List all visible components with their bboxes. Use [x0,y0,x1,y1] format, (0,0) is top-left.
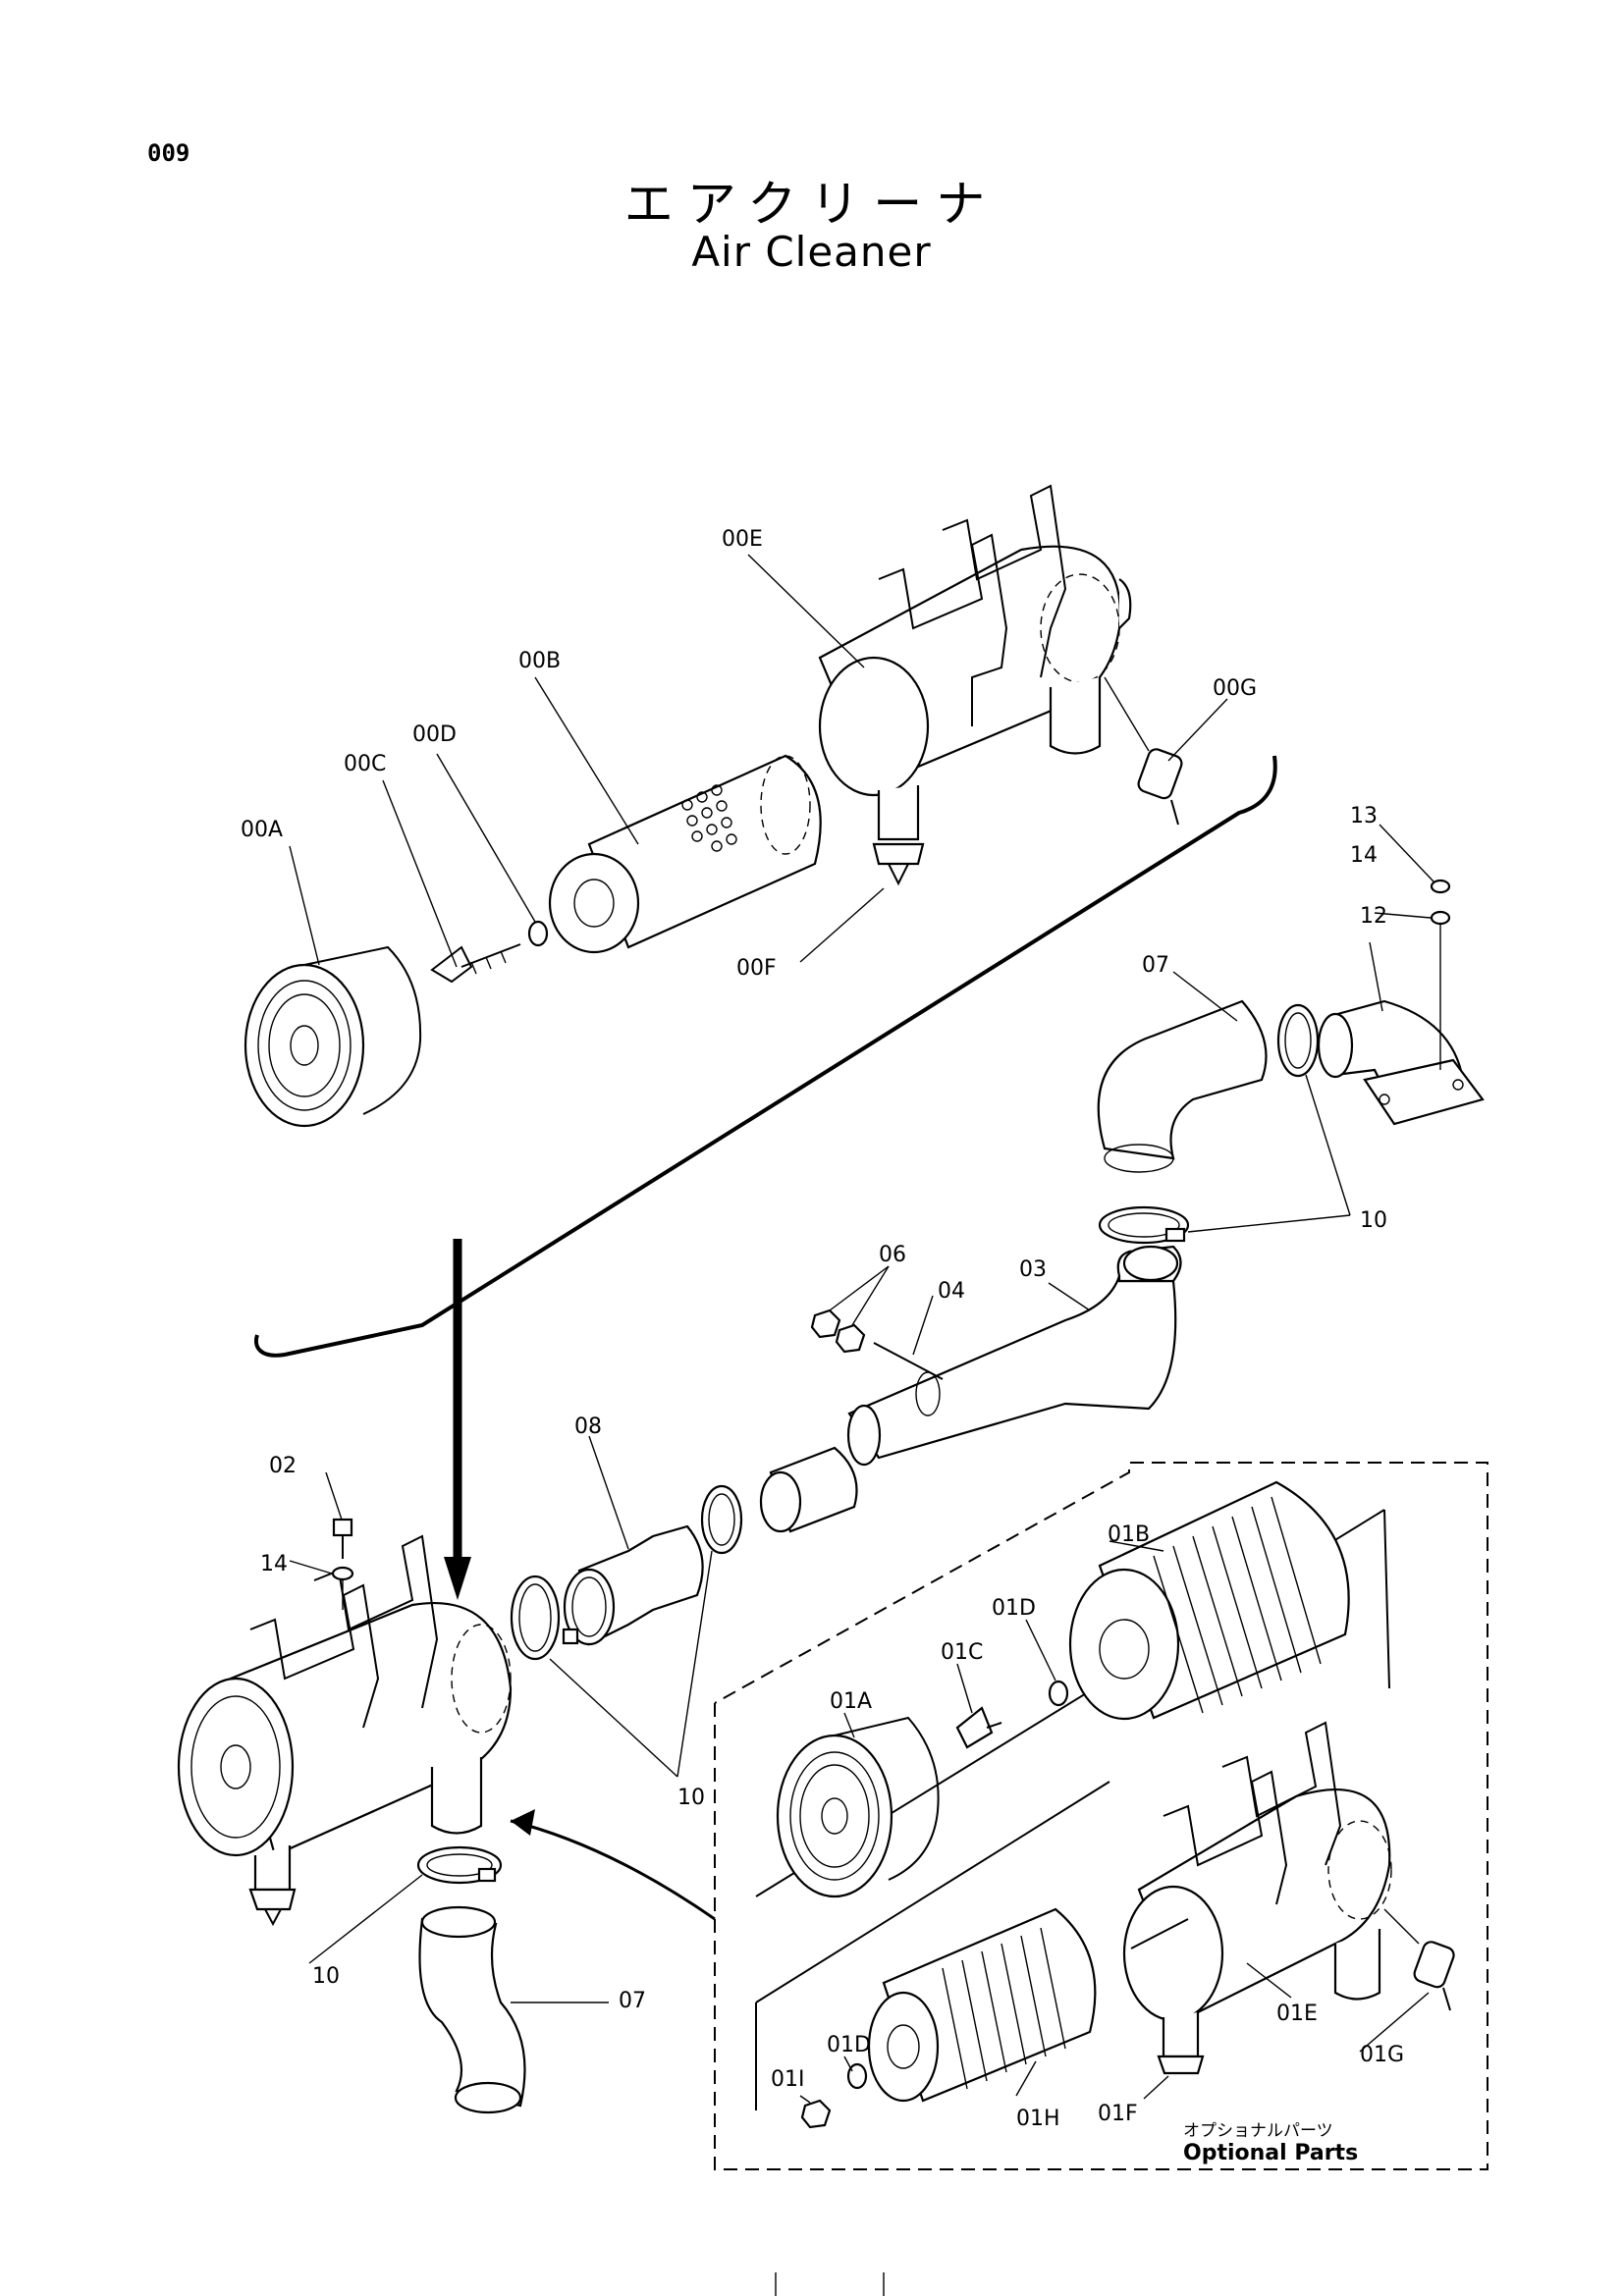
title-english: Air Cleaner [691,228,932,276]
label-01D-lower: 01D [827,2033,871,2057]
label-13: 13 [1350,804,1378,828]
part-10-clamp-inlet [510,1575,579,1661]
label-07-upper: 07 [1142,953,1169,978]
part-10-clamp-middle [1098,1205,1190,1245]
part-00A-cover [243,945,422,1128]
part-01C-wing-nut [955,1706,1002,1749]
optional-parts-box [714,1462,1488,2170]
label-10-left: 10 [312,1964,340,1989]
page-number: 009 [147,139,190,167]
assembly-arrow [444,1239,471,1600]
label-01D-upper: 01D [992,1596,1036,1621]
leader-lines [289,554,1434,2104]
part-01A-cover [776,1716,940,1898]
label-04: 04 [938,1279,965,1304]
part-threaded-rod [1130,1918,1189,1949]
label-00D: 00D [412,722,457,747]
label-00F: 00F [736,956,777,981]
label-01H: 01H [1016,2107,1060,2131]
part-13-bolt-upper [1430,879,1451,894]
part-short-tube [759,1446,858,1533]
part-07-elbow-hose-lower [418,1905,526,2114]
part-08-reducer-hose [563,1524,704,1646]
part-04-stud [873,1342,944,1416]
assembled-air-cleaner [177,1534,513,1927]
part-02-bolt [332,1518,353,1559]
label-01F: 01F [1098,2102,1138,2126]
part-01E-cleaner-body [1122,1721,1392,2075]
part-00G-indicator [1104,676,1183,826]
label-00B: 00B [518,649,561,673]
part-00D-washer [527,920,549,947]
label-06: 06 [879,1243,906,1267]
label-01E: 01E [1276,2002,1318,2026]
part-00E-cleaner-body [818,484,1132,886]
label-03: 03 [1019,1257,1047,1282]
part-03-intake-pipe [846,1245,1182,1467]
part-01G-indicator [1383,1908,1455,2011]
label-07-lower: 07 [619,1989,646,2013]
label-01A: 01A [830,1689,872,1714]
label-01G: 01G [1360,2043,1404,2067]
part-14-washer-upper [1430,910,1451,926]
part-01B-filter-element [1068,1480,1350,1721]
part-00C-wing-bolt [430,943,521,984]
part-01D-washer-lower [846,2062,868,2090]
label-00A: 00A [241,818,283,842]
label-02: 02 [269,1454,297,1478]
label-08: 08 [574,1415,602,1439]
part-10-clamp-hose [700,1484,743,1555]
part-12-elbow-flange [1317,999,1485,1126]
part-01D-washer-upper [1048,1680,1069,1707]
part-10-clamp-upper [1276,1003,1320,1078]
label-01I: 01I [771,2067,804,2092]
label-00E: 00E [722,527,763,552]
label-14-upper: 14 [1350,843,1378,868]
optional-parts-label-jp: オプショナルパーツ [1183,2121,1333,2141]
optional-arrow [510,1819,716,1921]
label-14-lower: 14 [260,1552,288,1576]
part-14-washer-lower [331,1566,354,1581]
upper-group-boundary [254,755,1277,1358]
optional-parts-label-en: Optional Parts [1183,2141,1358,2165]
part-01I-nut [800,2099,832,2129]
scan-edge-marks [775,2272,885,2296]
part-10-clamp-outlet [416,1845,503,1885]
title-japanese: エアクリーナ [623,176,1000,233]
part-01H-filter-element [867,1907,1097,2103]
label-00G: 00G [1213,676,1257,701]
label-10-right: 10 [1360,1208,1387,1233]
part-06-nuts [810,1308,866,1354]
label-00C: 00C [344,752,386,776]
part-07-elbow-hose-upper [1097,999,1268,1173]
label-01C: 01C [941,1640,983,1665]
label-12: 12 [1360,904,1387,929]
label-10-center: 10 [677,1786,705,1810]
part-00B-filter-element [548,754,822,954]
label-01B: 01B [1108,1522,1150,1547]
